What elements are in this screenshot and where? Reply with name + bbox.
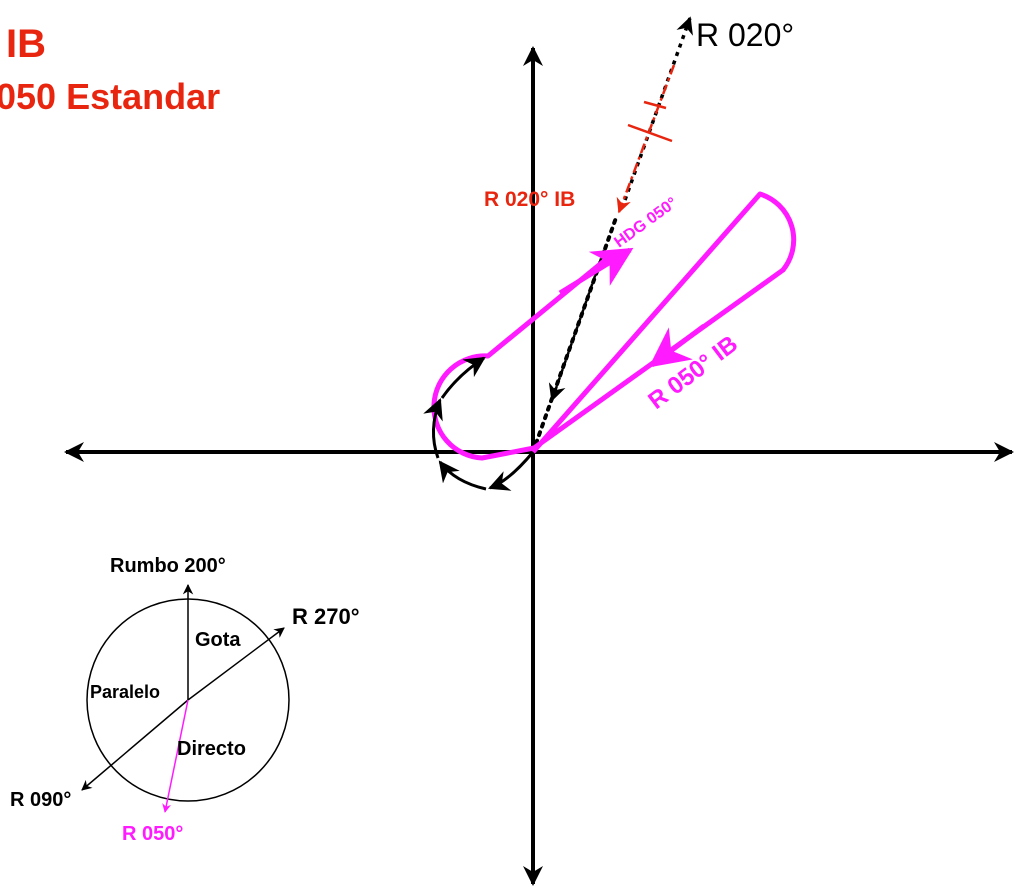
inset-radial-050-label: R 050° xyxy=(122,823,183,845)
inset-sector-direct: Directo xyxy=(177,738,246,760)
inset-radial-270-arrow xyxy=(187,627,285,701)
title-line-1: IB xyxy=(6,22,46,66)
inset-radial-090-label: R 090° xyxy=(10,789,71,811)
holding-pattern xyxy=(431,191,797,461)
entry-turn xyxy=(423,356,535,491)
radial-050-inbound-label: R 050° IB xyxy=(643,330,743,414)
radial-020-label: R 020° xyxy=(696,17,794,53)
inset-sector-parallel: Paralelo xyxy=(90,682,160,702)
inset-sector-teardrop: Gota xyxy=(195,629,241,651)
main-axes xyxy=(64,46,1014,886)
inset-radial-050-arrow xyxy=(162,699,189,813)
inset-radial-270-label: R 270° xyxy=(292,604,360,629)
title-line-2: 050 Estandar xyxy=(0,76,221,117)
radial-020-inbound-label: R 020° IB xyxy=(484,188,575,211)
red-inbound-track xyxy=(616,64,676,214)
inset-radial-090-arrow xyxy=(81,699,189,791)
entry-sectors-inset: Rumbo 200° R 270° R 090° R 050° Gota Par… xyxy=(10,555,360,845)
inset-heading-label: Rumbo 200° xyxy=(110,555,226,577)
